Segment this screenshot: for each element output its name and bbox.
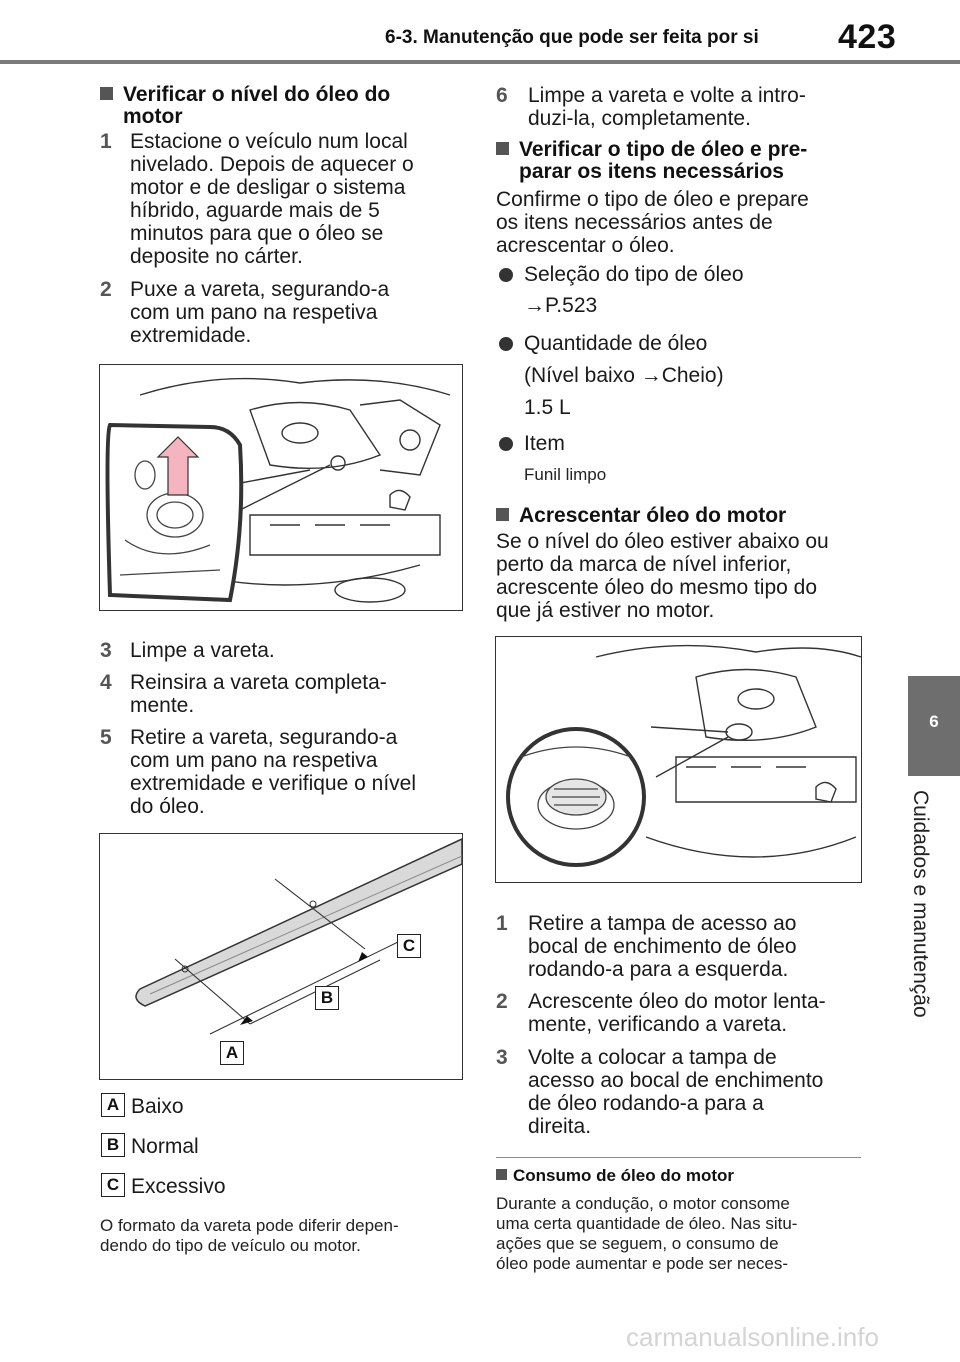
square-bullet-icon	[496, 142, 509, 155]
oil-quantity-value: 1.5 L	[524, 396, 571, 419]
legend-excessive: Excessivo	[131, 1175, 226, 1198]
oil-filler-drawing	[506, 644, 861, 867]
legend-key: B	[101, 1133, 125, 1157]
chapter-number: 6	[929, 712, 939, 731]
dipstick-label-normal: B	[315, 986, 339, 1010]
step-number: 1	[496, 912, 508, 935]
page-reference: →P.523	[524, 294, 598, 317]
heading-add-oil: Acrescentar óleo do motor	[496, 505, 786, 527]
step-number: 2	[496, 990, 508, 1013]
chapter-label: Cuidados e manutenção	[909, 790, 932, 1018]
step-number: 2	[100, 278, 112, 301]
section-divider	[496, 1157, 861, 1158]
round-bullet-icon	[499, 337, 513, 351]
item-funnel: Funil limpo	[524, 465, 607, 484]
engine-bay-drawing	[105, 377, 451, 603]
step-number: 3	[100, 639, 112, 662]
pull-up-arrow-icon	[156, 436, 200, 496]
legend-normal: Normal	[131, 1135, 199, 1158]
heading-check-oil-level: Verificar o nível do óleo do motor	[100, 84, 390, 128]
square-bullet-icon	[496, 508, 509, 521]
dipstick-label-low: A	[220, 1041, 244, 1065]
add-oil-step-text: Acrescente óleo do motor lenta-mente, ve…	[528, 990, 826, 1036]
watermark: carmanualsonline.info	[626, 1322, 879, 1352]
legend-key: C	[101, 1173, 125, 1197]
round-bullet-icon	[499, 437, 513, 451]
heading-oil-type: Verificar o tipo de óleo e pre- parar os…	[496, 139, 807, 183]
step-number: 4	[100, 671, 112, 694]
oil-quantity-range: (Nível baixo →Cheio)	[524, 364, 724, 387]
bullet-oil-quantity: Quantidade de óleo	[524, 332, 708, 355]
step-6-text: Limpe a vareta e volte a intro-duzi-la, …	[528, 84, 806, 130]
bullet-oil-selection: Seleção do tipo de óleo	[524, 263, 744, 286]
heading-oil-consumption: Consumo de óleo do motor	[496, 1166, 734, 1186]
step-3-text: Limpe a vareta.	[130, 639, 275, 662]
dipstick-drawing	[135, 838, 462, 1035]
dipstick-level-illustration: A B C	[99, 833, 463, 1080]
section-title: 6-3. Manutenção que pode ser feita por s…	[385, 27, 759, 48]
engine-dipstick-illustration	[99, 364, 463, 611]
step-number: 5	[100, 726, 112, 749]
dipstick-note: O formato da vareta pode diferir depen-d…	[100, 1216, 399, 1255]
step-number: 6	[496, 84, 508, 107]
header-rule	[0, 60, 960, 64]
dipstick-label-excessive: C	[397, 934, 421, 958]
square-bullet-icon	[496, 1169, 507, 1180]
page-number: 423	[838, 18, 897, 56]
chapter-tab	[908, 676, 960, 776]
legend-key: A	[101, 1093, 125, 1117]
round-bullet-icon	[499, 268, 513, 282]
step-4-text: Reinsira a vareta completa-mente.	[130, 671, 387, 717]
step-number: 1	[100, 130, 112, 153]
oil-filler-cap-illustration	[495, 636, 862, 883]
bullet-item: Item	[524, 432, 565, 455]
step-number: 3	[496, 1046, 508, 1069]
legend-low: Baixo	[131, 1095, 184, 1118]
square-bullet-icon	[100, 87, 113, 100]
